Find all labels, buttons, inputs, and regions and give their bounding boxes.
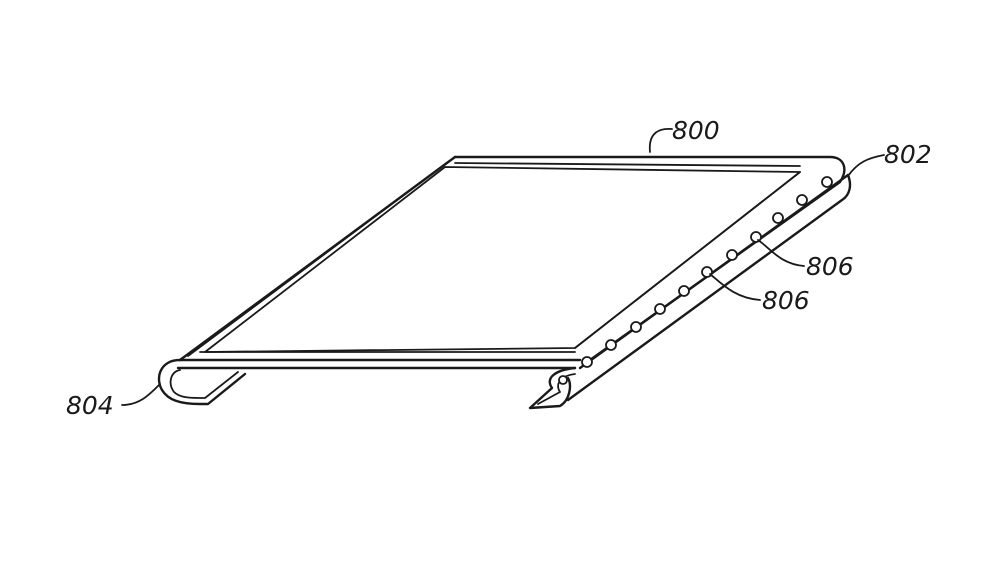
display-area — [204, 166, 801, 353]
wrapped-edge-804 — [157, 358, 247, 406]
label-800: 800 — [672, 116, 720, 145]
wrapped-edge-right — [528, 366, 577, 410]
leader-lines — [121, 127, 885, 406]
label-806-lower: 806 — [762, 286, 810, 315]
side-band — [566, 171, 852, 402]
panel-body — [178, 155, 846, 362]
leader-802 — [847, 154, 885, 177]
leader-804 — [121, 383, 161, 406]
leader-806b — [709, 273, 761, 301]
label-802: 802 — [884, 140, 932, 169]
leader-800 — [648, 127, 673, 153]
label-804: 804 — [66, 391, 114, 420]
front-edge — [176, 351, 582, 370]
leader-806a — [757, 239, 805, 267]
label-806-upper: 806 — [806, 252, 854, 281]
